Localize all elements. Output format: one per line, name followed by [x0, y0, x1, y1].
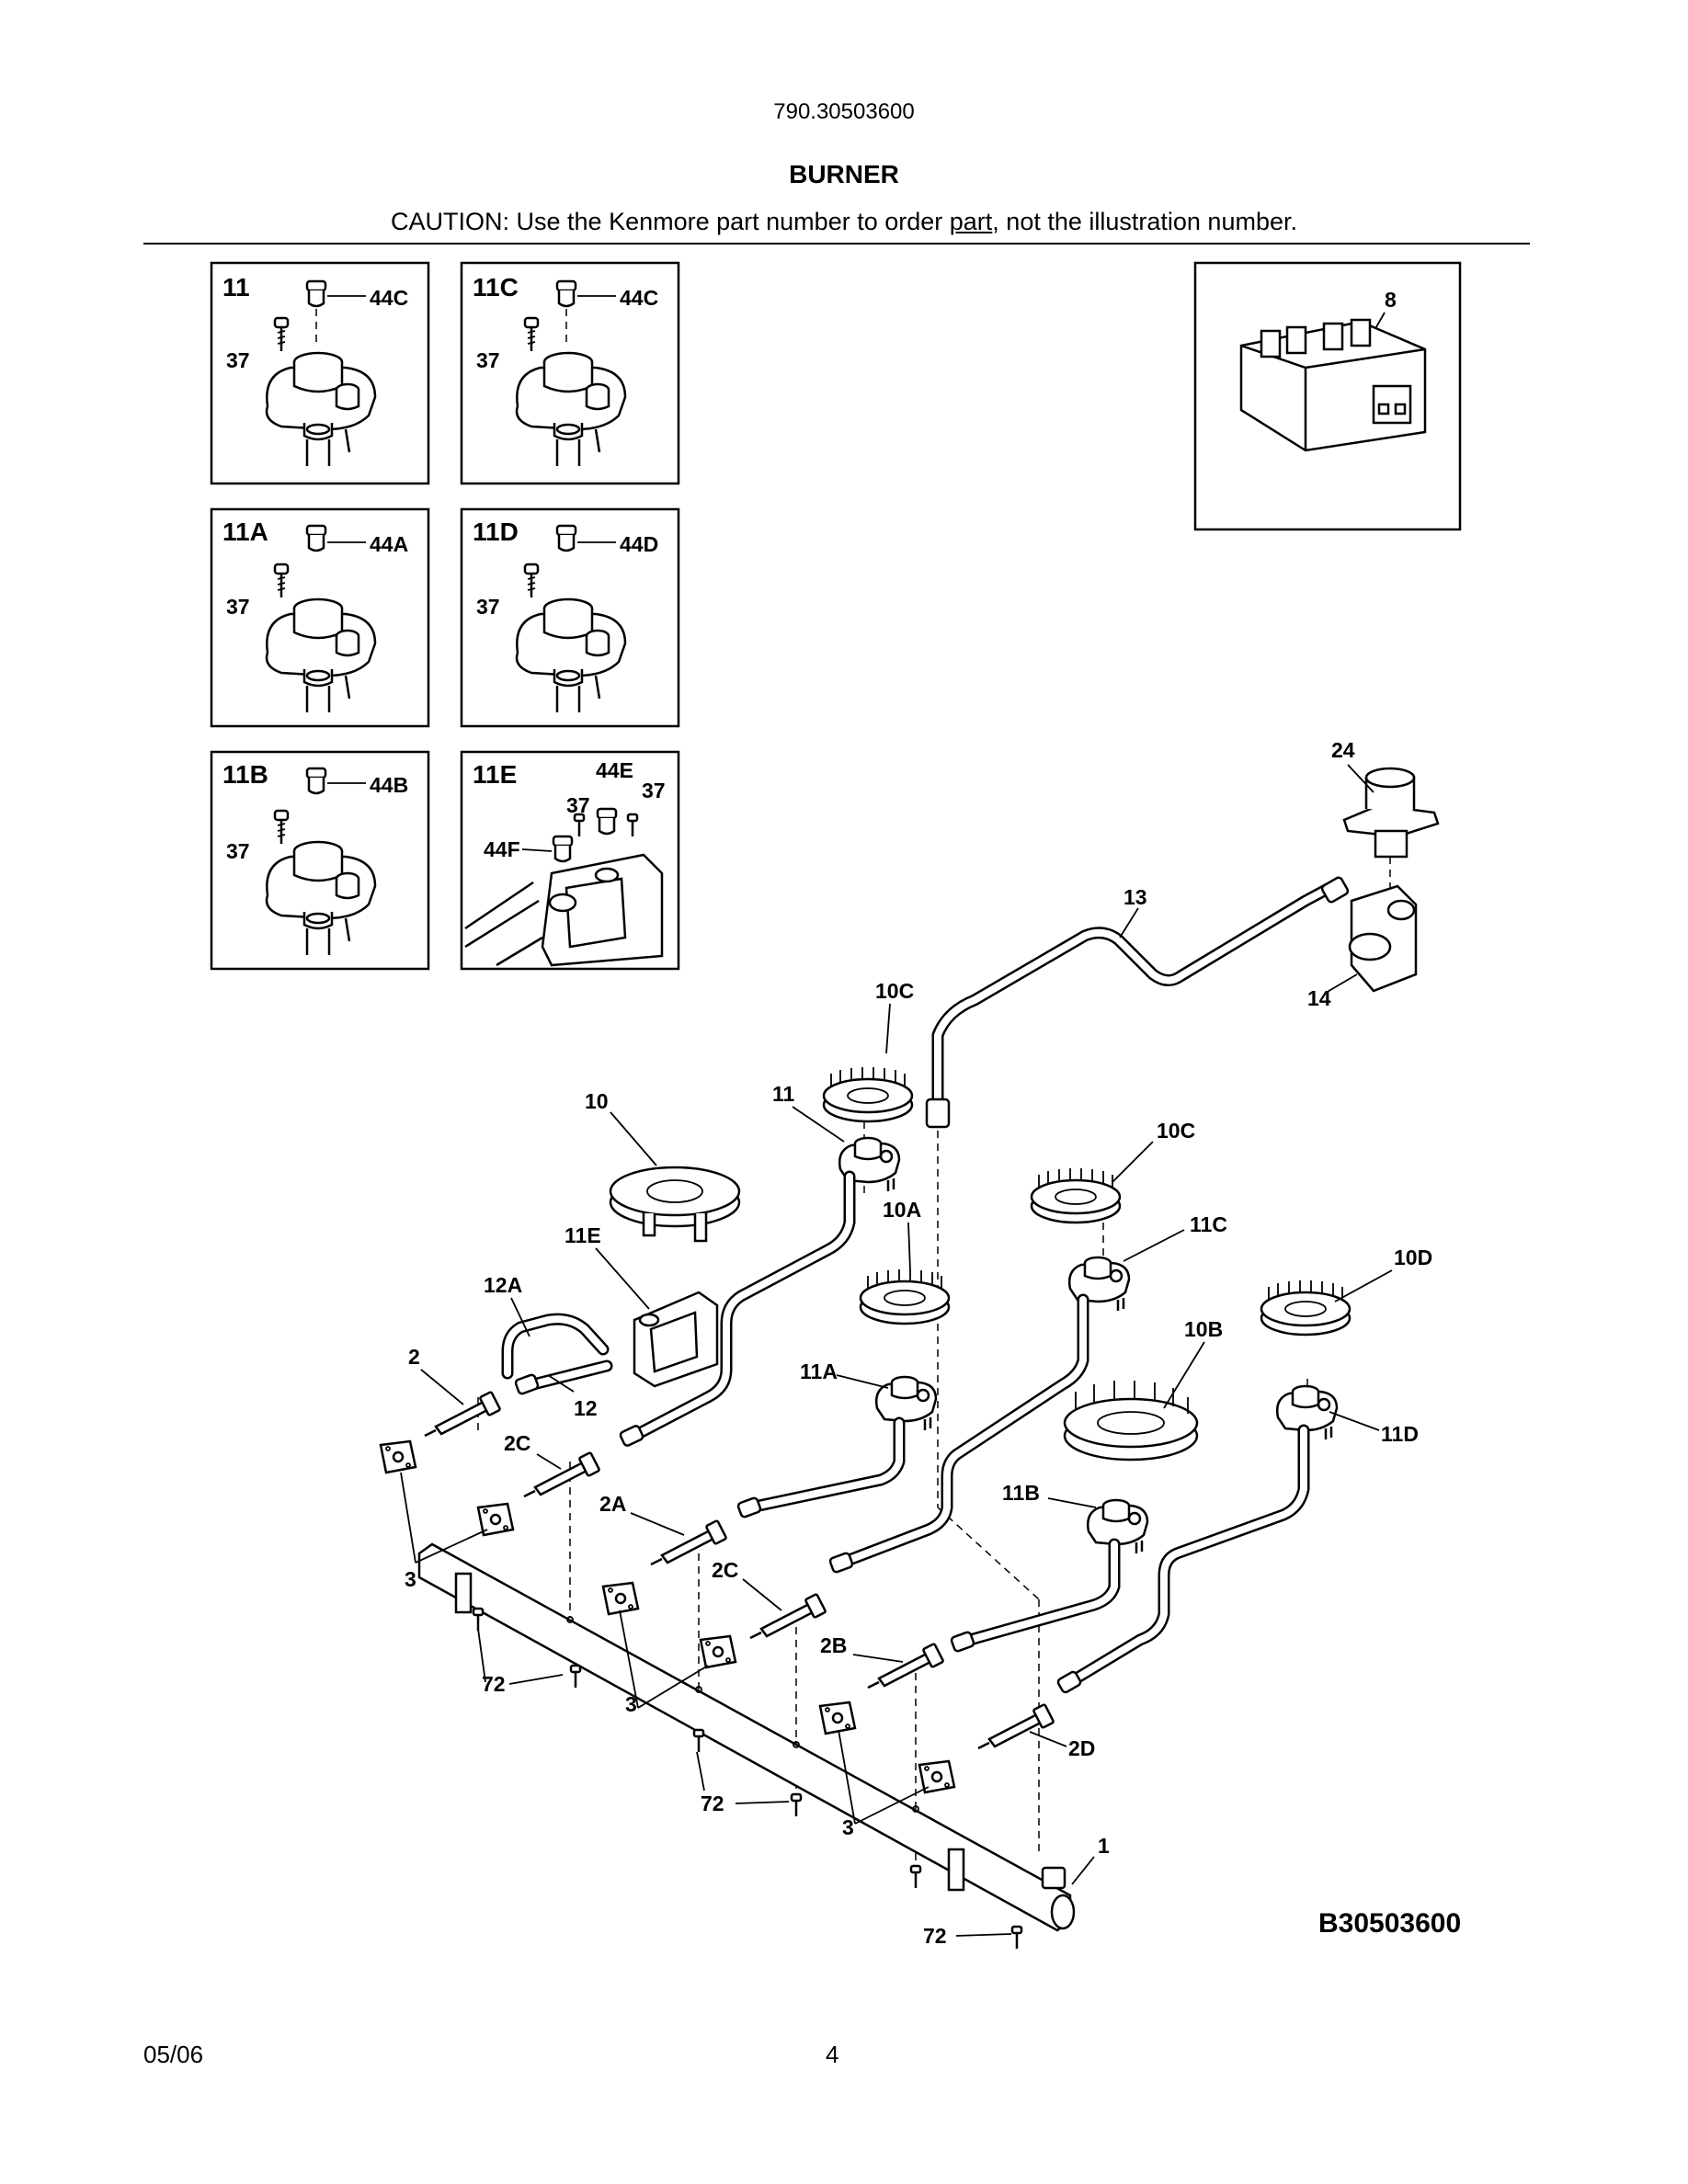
inset-11: 11 44C 37: [210, 261, 430, 485]
supply-tube: [925, 876, 1350, 1129]
clip-3-c: [601, 1581, 640, 1616]
clip-3-e: [818, 1701, 857, 1735]
burner-ring-10C-rear: [822, 1065, 914, 1123]
callout-2C-left: 2C: [504, 1431, 530, 1455]
burner-ring-10B: [1063, 1381, 1199, 1462]
callout-10C-right: 10C: [1157, 1119, 1195, 1143]
callout-72-right: 72: [923, 1924, 947, 1948]
burner-ring-10C-right: [1030, 1166, 1122, 1224]
inset-11C: 11C 44C 37: [460, 261, 680, 485]
callout-11B: 11B: [1002, 1481, 1040, 1505]
inset-label-11E: 11E: [473, 760, 517, 789]
callout-10: 10: [585, 1089, 609, 1113]
page-number: 4: [826, 2041, 839, 2068]
burner-ring-10D: [1260, 1279, 1352, 1337]
orifice-holder-2: [423, 1390, 502, 1438]
orifice-holder-2C-center: [748, 1592, 827, 1640]
callout-10B: 10B: [1184, 1317, 1223, 1341]
bolt-72-b: [569, 1664, 582, 1689]
inset-11-label-37: 37: [226, 348, 250, 372]
burner-ring-10A: [859, 1268, 951, 1325]
callout-1: 1: [1098, 1834, 1110, 1858]
inset-11E-label-44E: 44E: [596, 758, 633, 782]
inset-11C-label-44C: 44C: [620, 286, 658, 310]
clip-3-f: [918, 1759, 956, 1794]
callout-12: 12: [574, 1396, 598, 1420]
callout-24: 24: [1331, 738, 1355, 762]
callout-2A: 2A: [599, 1492, 626, 1516]
clip-3-d: [699, 1634, 737, 1669]
bolt-72-e: [909, 1864, 922, 1890]
callout-leaders: [400, 764, 1393, 1937]
model-number: 790.30503600: [773, 99, 915, 124]
callout-13: 13: [1123, 885, 1147, 909]
callout-11: 11: [772, 1082, 795, 1106]
callout-3-right: 3: [842, 1815, 854, 1839]
inset-11E-label-37-left: 37: [566, 793, 590, 817]
burner-gas-tubes: [501, 1170, 1310, 1694]
regulator-assembly: [1342, 767, 1440, 993]
burner-head-10: [609, 1166, 741, 1243]
callout-2D: 2D: [1068, 1736, 1095, 1760]
callout-3-left: 3: [405, 1567, 416, 1591]
inset-11A: 11A 44A 37: [210, 507, 430, 728]
drawing-id: B30503600: [1318, 1908, 1462, 1939]
inset-11-label-44C: 44C: [370, 286, 408, 310]
callout-72-left: 72: [482, 1672, 506, 1696]
callout-10C-rear: 10C: [875, 979, 914, 1003]
callout-10A: 10A: [883, 1198, 921, 1222]
callout-2C-center: 2C: [712, 1558, 738, 1582]
section-title: BURNER: [789, 160, 899, 188]
inset-11E: 11E 44E 37 37 44F: [460, 750, 680, 971]
manifold-pipe: [417, 1542, 1076, 1932]
inset-label-11C: 11C: [473, 273, 519, 301]
bolt-72-f: [1010, 1925, 1023, 1951]
inset-11A-label-44A: 44A: [370, 532, 408, 556]
inset-label-11: 11: [222, 273, 250, 301]
callout-72-center: 72: [701, 1792, 724, 1815]
inset-11B-label-37: 37: [226, 839, 250, 863]
clip-3-a: [379, 1439, 417, 1474]
callout-2B: 2B: [820, 1633, 847, 1657]
inset-8: 8: [1193, 261, 1462, 531]
caution-note: CAUTION: Use the Kenmore part number to …: [0, 208, 1688, 236]
callout-10D: 10D: [1394, 1246, 1432, 1269]
orifice-holder-2D: [976, 1702, 1055, 1750]
caution-prefix: CAUTION: Use the Kenmore part number to …: [391, 208, 950, 235]
orifice-holder-2C-left: [522, 1450, 601, 1498]
inset-11C-label-37: 37: [476, 348, 500, 372]
inset-11E-label-37-right: 37: [642, 779, 666, 802]
inset-11A-label-37: 37: [226, 595, 250, 619]
inset-11D-label-44D: 44D: [620, 532, 658, 556]
inset-11B-label-44B: 44B: [370, 773, 408, 797]
inset-label-8: 8: [1385, 288, 1397, 312]
bracket-11A: [874, 1375, 938, 1432]
inset-label-11A: 11A: [222, 518, 268, 546]
callout-12A: 12A: [484, 1273, 522, 1297]
inset-11D-label-37: 37: [476, 595, 500, 619]
clip-3-b: [476, 1502, 515, 1537]
bolt-72-a: [472, 1607, 485, 1632]
revision-date: 05/06: [143, 2041, 204, 2068]
callout-11E: 11E: [565, 1223, 601, 1247]
callout-14: 14: [1307, 986, 1331, 1010]
bolt-72-c: [692, 1728, 705, 1754]
callout-2: 2: [408, 1345, 420, 1369]
header-divider: [143, 243, 1530, 245]
callout-11A: 11A: [800, 1359, 838, 1383]
caution-part-link: part: [949, 208, 993, 235]
inset-11D: 11D 44D 37: [460, 507, 680, 728]
callout-11D: 11D: [1381, 1422, 1419, 1446]
bolt-72-d: [790, 1792, 803, 1818]
caution-suffix: , not the illustration number.: [992, 208, 1297, 235]
inset-label-11D: 11D: [473, 518, 519, 546]
inset-label-11B: 11B: [222, 760, 268, 789]
inset-11B: 11B 44B 37: [210, 750, 430, 971]
callout-11C: 11C: [1190, 1212, 1227, 1236]
inset-11E-label-44F: 44F: [484, 837, 520, 861]
bracket-11E: [633, 1291, 719, 1388]
callout-3-center: 3: [625, 1692, 637, 1716]
orifice-holder-2B: [866, 1642, 945, 1689]
